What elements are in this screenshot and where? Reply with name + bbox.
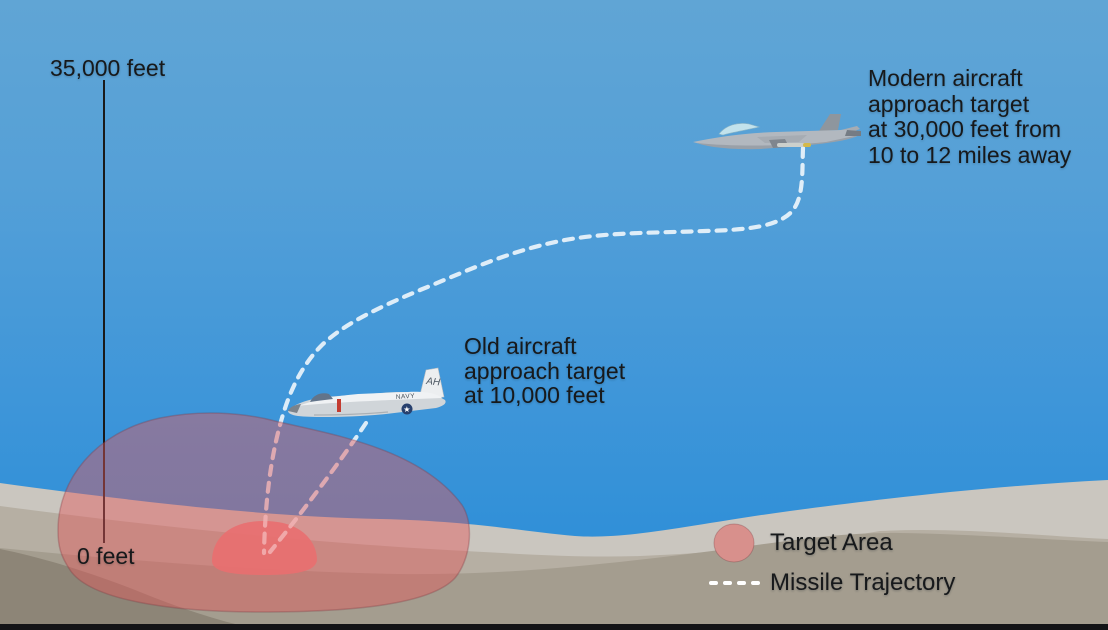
missile-trajectories: [261, 145, 806, 556]
modern-trajectory-path: [261, 145, 806, 556]
legend-item-target-area: Target Area: [706, 523, 955, 563]
modern-missile-tip: [803, 143, 811, 147]
old-belly-line: [313, 411, 389, 416]
annotation-line: 10 to 12 miles away: [868, 141, 1072, 168]
annotation-line: approach target: [868, 90, 1030, 117]
legend-label-missile-trajectory: Missile Trajectory: [770, 569, 956, 596]
terrain-dark-foreground: [0, 549, 262, 630]
legend-label-target-area: Target Area: [770, 529, 893, 556]
target-area-outer: [57, 412, 471, 613]
old-nose-tip: [288, 404, 301, 413]
modern-canopy: [718, 123, 761, 136]
old-trajectory-path: [267, 420, 369, 555]
old-aircraft-icon: AH NAVY ★: [288, 367, 446, 418]
annotation-modern-aircraft: Modern aircraft approach target at 30,00…: [868, 65, 1072, 168]
altitude-bottom-label: 0 feet: [77, 543, 135, 569]
annotation-line: Modern aircraft: [868, 65, 1023, 91]
target-area-swatch-icon: [713, 523, 755, 563]
altitude-top-label: 35,000 feet: [50, 55, 166, 81]
legend-swatch-cell: [706, 580, 762, 586]
modern-tail-fin: [819, 114, 841, 131]
modern-belly-shade: [697, 135, 859, 150]
old-fuselage-marking: NAVY: [396, 393, 416, 401]
old-canopy: [310, 393, 333, 402]
annotation-old-aircraft: Old aircraft approach target at 10,000 f…: [464, 334, 625, 408]
old-star-roundel: [401, 403, 413, 415]
annotation-line: at 30,000 feet from: [868, 116, 1062, 142]
modern-missile-store: [777, 143, 807, 147]
old-tail-marking: AH: [425, 376, 442, 389]
old-fuselage-top: [298, 391, 442, 406]
annotation-line: at 10,000 feet: [464, 382, 605, 408]
bottom-black-bar: [0, 624, 1108, 630]
annotation-line: approach target: [464, 357, 626, 384]
target-area-inner: [212, 521, 317, 575]
legend: Target Area Missile Trajectory: [706, 523, 955, 603]
terrain-ground: [0, 532, 1108, 630]
annotation-line: Old aircraft: [464, 333, 577, 359]
old-red-stripe: [337, 399, 341, 412]
star-icon: ★: [403, 405, 410, 414]
legend-swatch-cell: [706, 523, 762, 563]
terrain: [0, 480, 1108, 630]
missile-trajectory-swatch-icon: [708, 580, 760, 586]
modern-nozzle: [845, 130, 861, 136]
modern-aircraft-icon: [693, 114, 861, 150]
legend-item-missile-trajectory: Missile Trajectory: [706, 563, 955, 603]
